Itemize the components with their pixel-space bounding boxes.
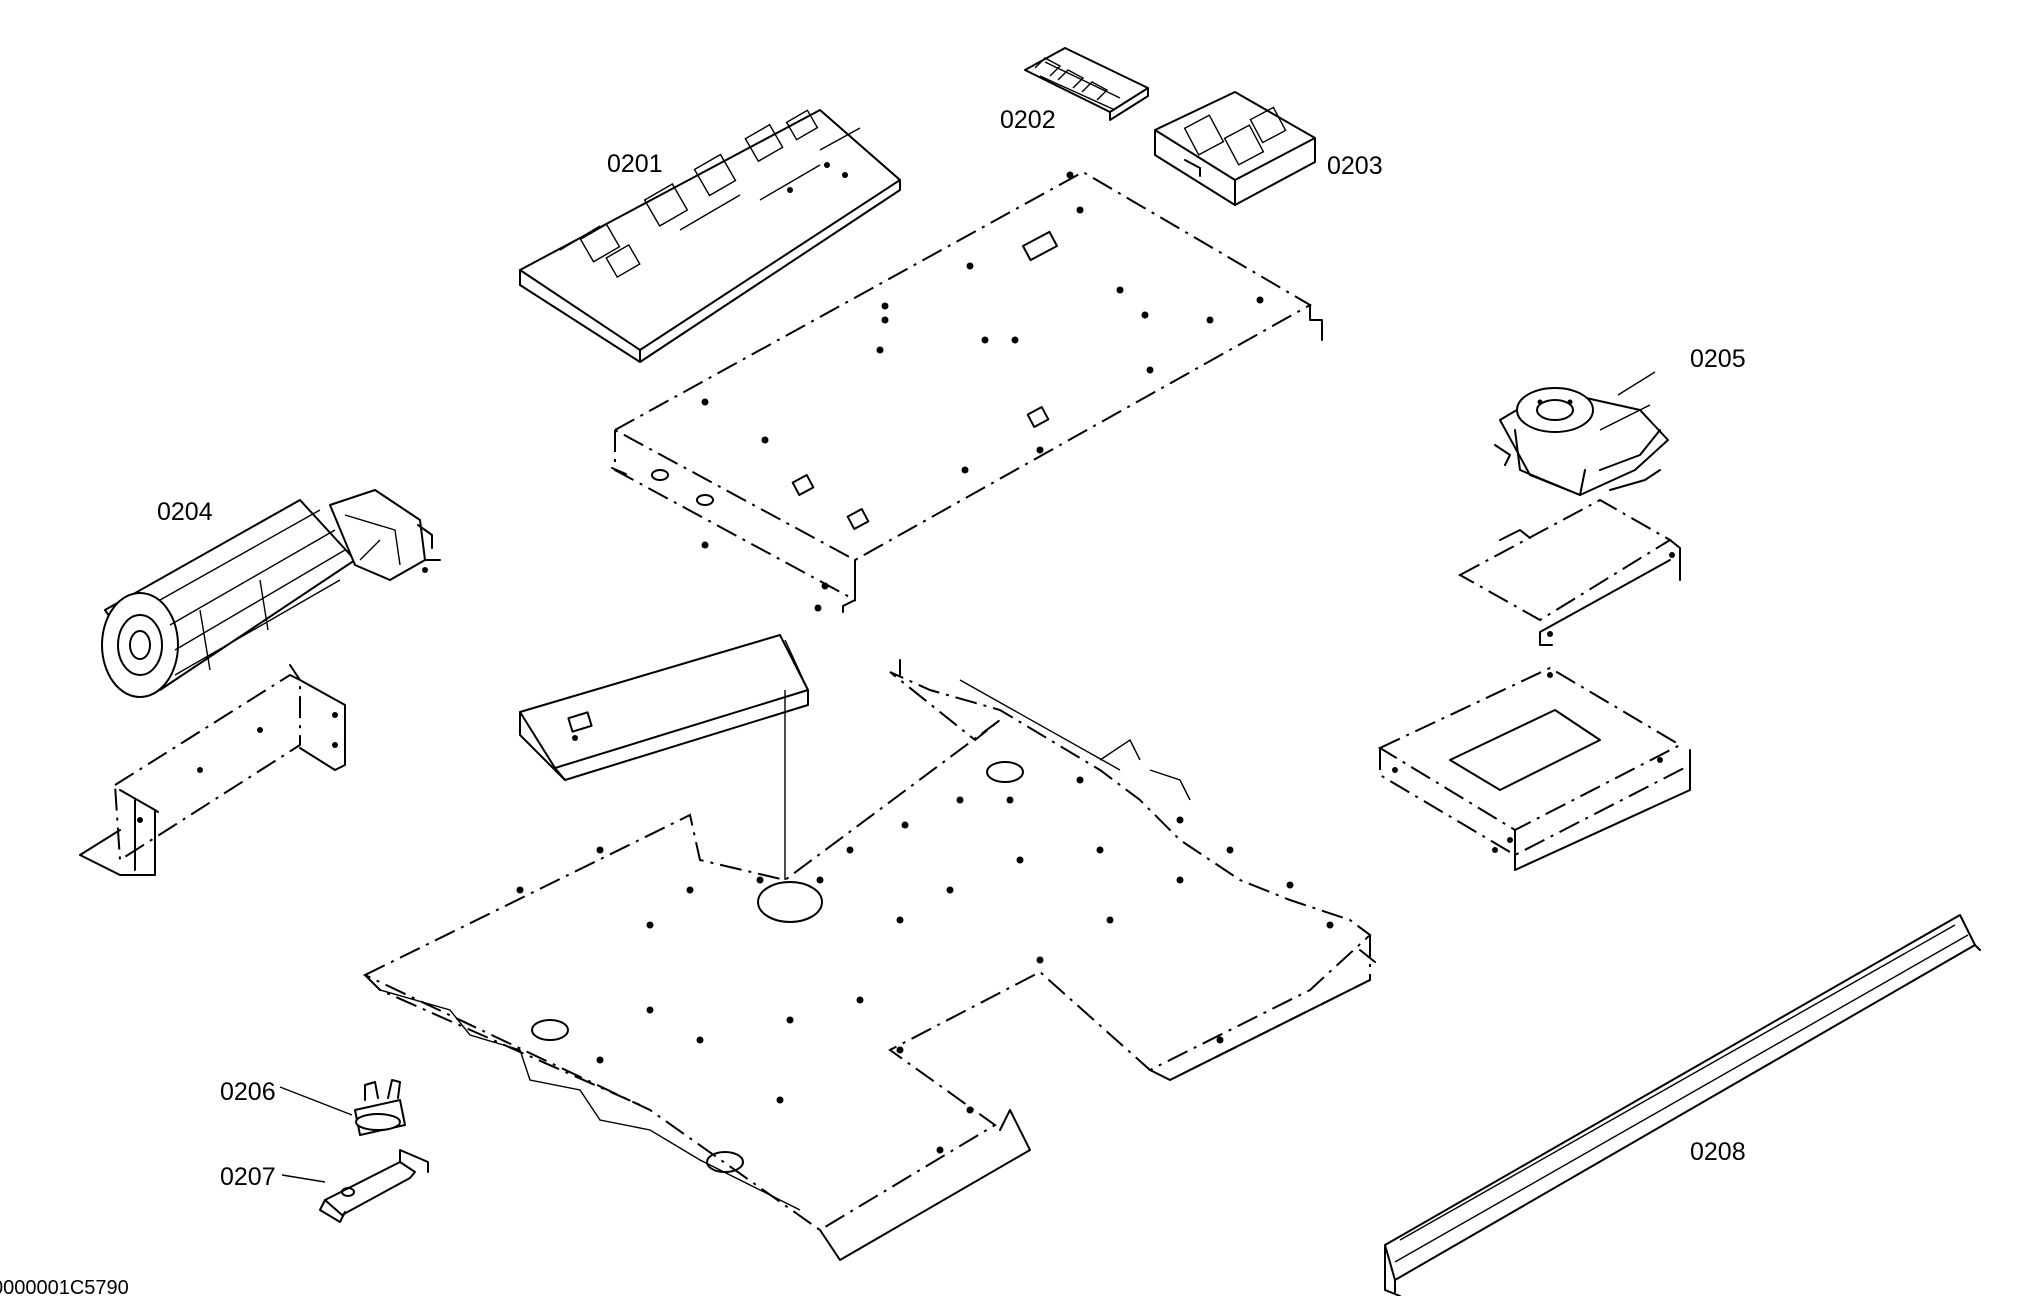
label-0203: 0203 [1327, 152, 1383, 180]
label-0202: 0202 [1000, 106, 1056, 134]
part-0205-motor-assembly [1494, 387, 1669, 496]
top-cover-panel [611, 170, 1323, 613]
motor-mount-plate [1457, 498, 1681, 646]
part-0203-relay-block [1154, 91, 1316, 206]
part-0202-connector [1024, 47, 1149, 121]
base-plate [362, 659, 1376, 1261]
part-labels: 0201 0202 0203 0204 0205 0206 0207 0208 … [0, 106, 1746, 1296]
part-0207-bracket [319, 1149, 429, 1223]
part-0204-tangential-fan [101, 489, 441, 698]
label-0201: 0201 [607, 150, 663, 178]
leader-lines [279, 371, 1656, 1183]
label-0208: 0208 [1690, 1138, 1746, 1166]
part-0206-thermostat [354, 1079, 406, 1136]
label-0204: 0204 [157, 498, 213, 526]
air-duct [519, 634, 809, 880]
motor-housing [1377, 666, 1691, 871]
part-0201-control-board [519, 109, 901, 363]
fan-bracket [79, 664, 346, 876]
label-0205: 0205 [1690, 345, 1746, 373]
document-reference: 0000001C5790 [0, 1277, 129, 1296]
part-0208-trim-strip [1384, 914, 1981, 1296]
label-0206: 0206 [220, 1078, 276, 1106]
label-0207: 0207 [220, 1163, 276, 1191]
